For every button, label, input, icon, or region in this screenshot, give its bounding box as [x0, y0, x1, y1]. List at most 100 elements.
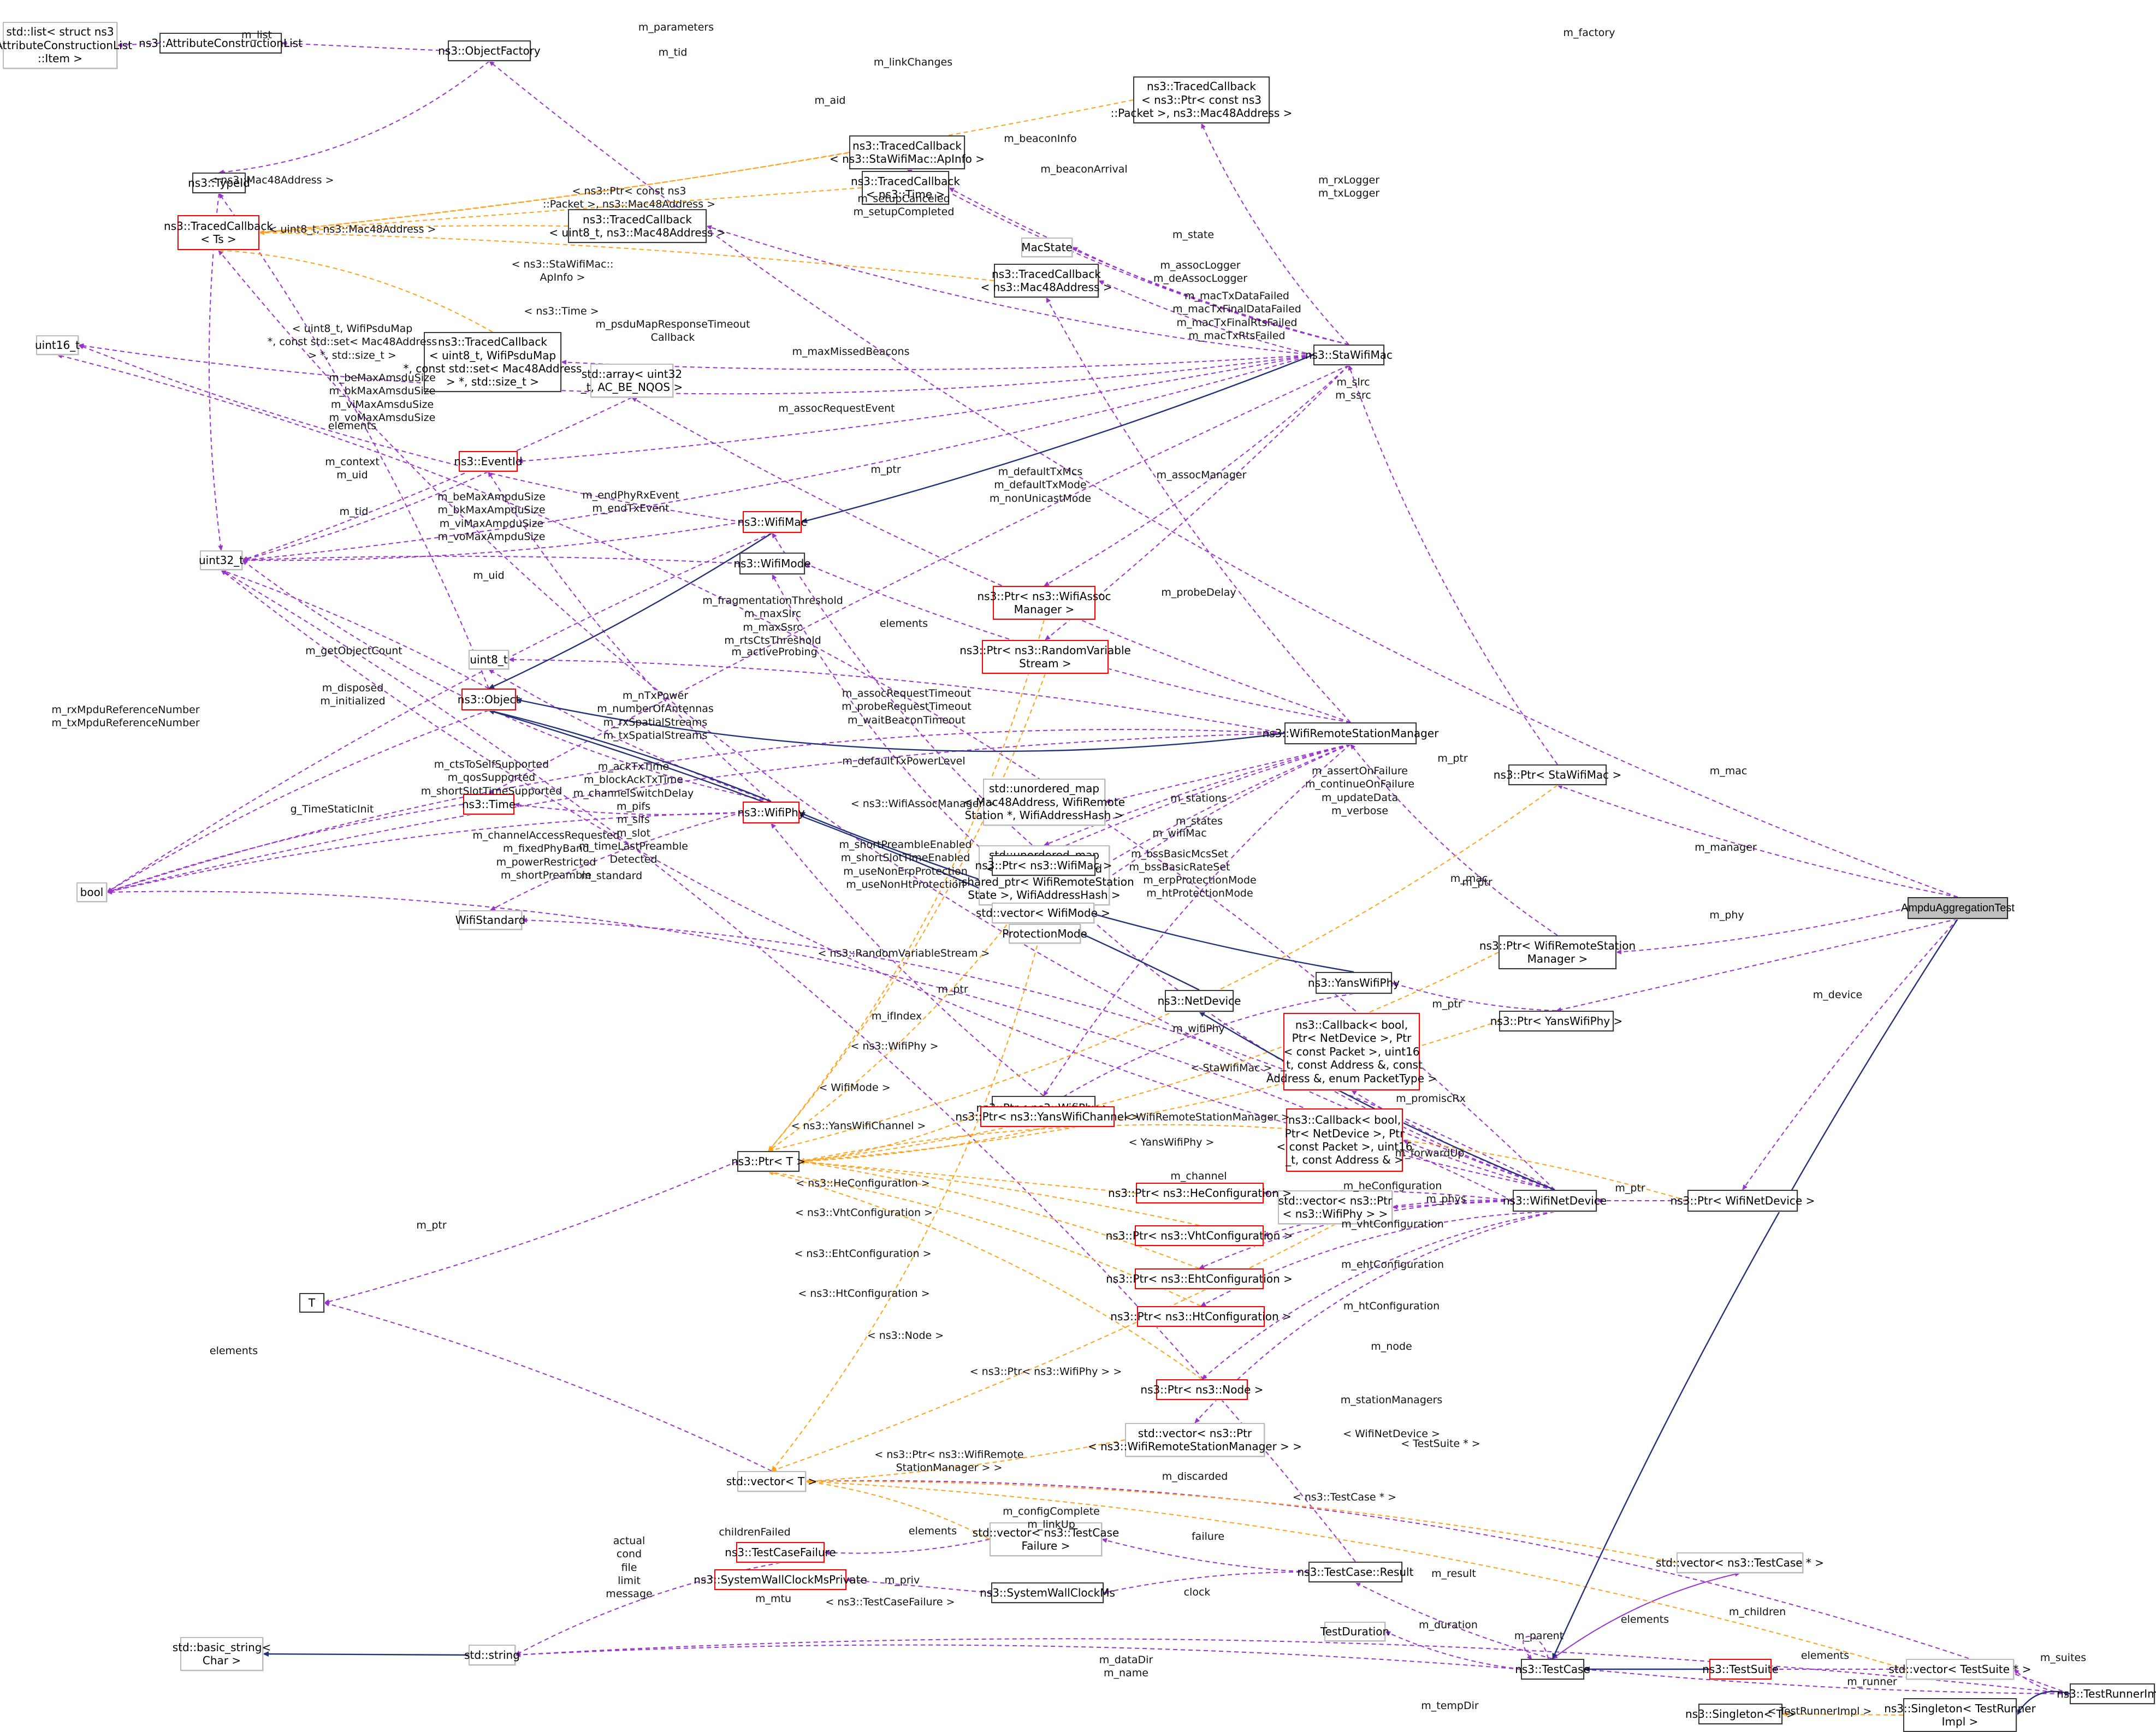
node-tc-packet-mac[interactable]: ns3::TracedCallback< ns3::Ptr< const ns3…: [1111, 76, 1292, 123]
node-wifi-net-device[interactable]: ns3::WifiNetDevice: [1503, 1190, 1607, 1212]
edge-vec-test-suite-to-vec-t: [805, 1479, 1906, 1670]
node-event-id[interactable]: ns3::EventId: [454, 451, 523, 472]
node-label-line: Impl >: [1941, 1715, 1979, 1728]
edge-tc-apinfo-to-tc-ts: [259, 152, 850, 235]
node-ptr-yans-channel[interactable]: ns3::Ptr< ns3::YansWifiChannel >: [955, 1106, 1140, 1127]
node-wifi-mode[interactable]: ns3::WifiMode: [733, 553, 811, 574]
edge-wifi-phy-to-uint8: [488, 669, 772, 802]
node-uint32[interactable]: uint32_t: [199, 550, 244, 570]
node-label-line: ns3::WifiPhy: [737, 805, 805, 819]
edge-sta-wifi-mac-to-uint16: [78, 343, 1314, 395]
edge-ptr-random-var-to-ptr-t: [768, 673, 1046, 1152]
node-vec-test-case[interactable]: std::vector< ns3::TestCase * >: [1656, 1552, 1824, 1573]
edge-wifi-remote-sm-to-ptr-wifi-phy: [1043, 744, 1351, 1096]
node-tc-time[interactable]: ns3::TracedCallback< ns3::Time >: [851, 171, 960, 205]
edge-sta-wifi-mac-to-tc-mac48: [1098, 280, 1314, 355]
node-singleton-t[interactable]: ns3::Singleton< T >: [1685, 1704, 1796, 1724]
node-t-box[interactable]: T: [299, 1293, 324, 1313]
node-label-line: uint16_t: [34, 338, 80, 352]
node-wifi-mac[interactable]: ns3::WifiMac: [737, 511, 807, 533]
node-label-line: std::vector< WifiMode >: [975, 906, 1111, 920]
node-wifi-phy[interactable]: ns3::WifiPhy: [737, 802, 805, 823]
node-test-suite[interactable]: ns3::TestSuite: [1702, 1659, 1779, 1680]
node-tc-failure[interactable]: ns3::TestCaseFailure: [725, 1542, 836, 1563]
edge-tc-result-to-uint32: [221, 570, 1356, 1562]
node-type-id[interactable]: ns3::TypeId: [188, 173, 250, 193]
node-ptr-eht[interactable]: ns3::Ptr< ns3::EhtConfiguration >: [1106, 1268, 1293, 1289]
node-vec-test-suite[interactable]: std::vector< TestSuite * >: [1889, 1659, 2031, 1680]
node-tc-mac48[interactable]: ns3::TracedCallback< ns3::Mac48Address >: [980, 264, 1112, 298]
node-label-line: std::vector< ns3::Ptr: [1278, 1194, 1393, 1207]
node-label-line: ns3::WifiNetDevice: [1502, 1194, 1607, 1207]
node-protection-mode[interactable]: ProtectionMode: [1002, 924, 1087, 944]
node-tc-u8-mac[interactable]: ns3::TracedCallback< uint8_t, ns3::Mac48…: [549, 209, 726, 243]
node-label-line: TestDuration: [1320, 1624, 1390, 1638]
node-time[interactable]: ns3::Time: [462, 794, 516, 815]
node-ptr-wifi-mac[interactable]: ns3::Ptr< ns3::WifiMac >: [975, 855, 1112, 876]
node-cb-small[interactable]: ns3::Callback< bool,Ptr< NetDevice >, Pt…: [1276, 1108, 1413, 1172]
edge-attr-construction-list-to-list-item: [117, 43, 160, 48]
edge-wifi-phy-to-event-id: [488, 471, 772, 802]
node-net-device[interactable]: ns3::NetDevice: [1158, 990, 1241, 1012]
node-object-factory[interactable]: ns3::ObjectFactory: [438, 40, 541, 61]
node-label-line: ns3::TracedCallback: [164, 219, 273, 233]
edge-wifi-net-device-to-uint32: [221, 570, 1555, 1190]
node-tc-psdumap[interactable]: ns3::TracedCallback< uint8_t, WifiPsduMa…: [404, 332, 582, 392]
node-label-line: < uint8_t, ns3::Mac48Address >: [549, 226, 726, 239]
node-string[interactable]: std::string: [464, 1645, 520, 1665]
node-mac-state[interactable]: MacState: [1021, 238, 1073, 257]
node-object[interactable]: ns3::Object: [458, 689, 520, 710]
node-wifi-remote-sm[interactable]: ns3::WifiRemoteStationManager: [1263, 722, 1438, 744]
node-list-item[interactable]: std::list< struct ns3::AttributeConstruc…: [0, 22, 132, 69]
node-ptr-he[interactable]: ns3::Ptr< ns3::HeConfiguration >: [1108, 1183, 1292, 1203]
node-ptr-ht[interactable]: ns3::Ptr< ns3::HtConfiguration >: [1110, 1306, 1292, 1327]
node-swcms[interactable]: ns3::SystemWallClockMs: [980, 1582, 1115, 1603]
node-bool[interactable]: bool: [76, 882, 107, 902]
node-test-runner-impl[interactable]: ns3::TestRunnerImpl: [2057, 1683, 2156, 1704]
node-label-line: std::string: [464, 1648, 520, 1662]
node-test-case[interactable]: ns3::TestCase: [1515, 1659, 1590, 1680]
node-vec-t[interactable]: std::vector< T >: [726, 1471, 817, 1492]
node-test-duration[interactable]: TestDuration: [1320, 1622, 1389, 1641]
node-uint8[interactable]: uint8_t: [469, 650, 509, 669]
node-vec-ptr-wrsm[interactable]: std::vector< ns3::Ptr< ns3::WifiRemoteSt…: [1088, 1423, 1302, 1457]
node-label-line: ns3::Callback< bool,: [1295, 1018, 1408, 1032]
node-vec-wifi-mode[interactable]: std::vector< WifiMode >: [976, 903, 1110, 923]
node-swcms-private[interactable]: ns3::SystemWallClockMsPrivate: [694, 1569, 867, 1590]
node-ptr-vht[interactable]: ns3::Ptr< ns3::VhtConfiguration >: [1106, 1225, 1293, 1246]
node-ptr-wifi-net-device[interactable]: ns3::Ptr< WifiNetDevice >: [1671, 1190, 1815, 1212]
node-wifi-standard[interactable]: WifiStandard: [455, 910, 525, 930]
node-ptr-yans-wifi-phy[interactable]: ns3::Ptr< YansWifiPhy >: [1490, 1011, 1622, 1031]
edge-vec-ptr-wrsm-to-vec-t: [805, 1439, 1126, 1484]
node-tc-apinfo[interactable]: ns3::TracedCallback< ns3::StaWifiMac::Ap…: [830, 135, 985, 169]
node-yans-wifi-phy[interactable]: ns3::YansWifiPhy: [1308, 972, 1400, 994]
node-attr-construction-list[interactable]: ns3::AttributeConstructionList: [139, 33, 303, 54]
node-uint16[interactable]: uint16_t: [34, 335, 80, 355]
node-umap-stations[interactable]: std::unordered_map< Mac48Address, WifiRe…: [963, 779, 1125, 826]
node-tc-result[interactable]: ns3::TestCase::Result: [1298, 1562, 1413, 1582]
node-label-line: Stream >: [1019, 657, 1071, 670]
node-label-line: ns3::AttributeConstructionList: [139, 36, 303, 50]
node-sta-wifi-mac[interactable]: ns3::StaWifiMac: [1305, 345, 1393, 365]
edge-wifi-remote-sm-to-tc-mac48: [1046, 297, 1351, 723]
node-label-line: ns3::Callback< bool,: [1288, 1113, 1401, 1127]
node-label-line: Char >: [202, 1654, 241, 1667]
node-tc-ts[interactable]: ns3::TracedCallback< Ts >: [164, 215, 273, 250]
edge-std-array-to-uint32: [242, 397, 632, 561]
edge-vec-t-to-t-box: [324, 1302, 772, 1472]
node-ptr-sta-wifi-mac[interactable]: ns3::Ptr< StaWifiMac >: [1494, 764, 1621, 785]
node-label-line: ns3::YansWifiPhy: [1307, 976, 1400, 989]
node-ampdu-test[interactable]: AmpduAggregationTest: [1901, 897, 2015, 919]
node-basic-string[interactable]: std::basic_string<Char >: [173, 1637, 271, 1671]
node-cb-big[interactable]: ns3::Callback< bool,Ptr< NetDevice >, Pt…: [1266, 1013, 1437, 1090]
node-std-array[interactable]: std::array< uint32_t, AC_BE_NQOS >: [581, 364, 683, 398]
node-label-line: ns3::ObjectFactory: [438, 44, 541, 57]
node-vec-ptr-wifi-phy[interactable]: std::vector< ns3::Ptr< ns3::WifiPhy > >: [1278, 1190, 1393, 1224]
node-ptr-t[interactable]: ns3::Ptr< T >: [731, 1151, 805, 1172]
node-ptr-node[interactable]: ns3::Ptr< ns3::Node >: [1140, 1379, 1264, 1400]
